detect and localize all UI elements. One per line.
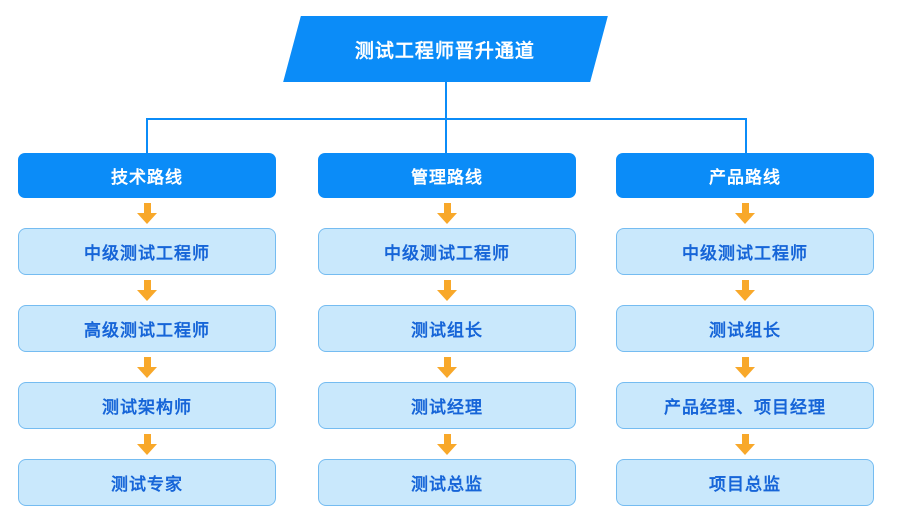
step-node: 测试组长	[616, 305, 874, 352]
diagram-title: 测试工程师晋升通道	[355, 40, 536, 62]
down-arrow-icon	[137, 429, 157, 459]
down-arrow-icon	[437, 275, 457, 305]
step-label: 产品经理、项目经理	[664, 398, 826, 417]
step-node: 测试总监	[318, 459, 576, 506]
step-node: 中级测试工程师	[318, 228, 576, 275]
down-arrow-icon	[735, 429, 755, 459]
down-arrow-icon	[137, 198, 157, 228]
step-label: 测试专家	[111, 475, 183, 494]
down-arrow-icon	[437, 429, 457, 459]
column-header-product: 产品路线	[616, 153, 874, 198]
down-arrow-icon	[137, 352, 157, 382]
step-node: 测试经理	[318, 382, 576, 429]
connector-line-top	[445, 82, 447, 119]
step-node: 测试架构师	[18, 382, 276, 429]
step-node: 项目总监	[616, 459, 874, 506]
down-arrow-icon	[137, 275, 157, 305]
step-label: 测试组长	[709, 321, 781, 340]
column-product: 产品路线 中级测试工程师 测试组长 产品经理、项目经理 项目总监	[616, 153, 874, 506]
connector-line-center-drop	[445, 118, 447, 154]
down-arrow-icon	[735, 275, 755, 305]
down-arrow-icon	[735, 198, 755, 228]
step-label: 测试总监	[411, 475, 483, 494]
step-node: 测试组长	[318, 305, 576, 352]
down-arrow-icon	[437, 198, 457, 228]
step-label: 项目总监	[709, 475, 781, 494]
connector-line-left-drop	[146, 118, 148, 154]
connector-line-right-drop	[745, 118, 747, 154]
step-node: 中级测试工程师	[18, 228, 276, 275]
step-node: 高级测试工程师	[18, 305, 276, 352]
step-label: 测试组长	[411, 321, 483, 340]
down-arrow-icon	[437, 352, 457, 382]
step-label: 高级测试工程师	[84, 321, 210, 340]
column-management: 管理路线 中级测试工程师 测试组长 测试经理 测试总监	[318, 153, 576, 506]
diagram-title-node: 测试工程师晋升通道	[283, 16, 608, 82]
step-label: 中级测试工程师	[384, 244, 510, 263]
step-node: 产品经理、项目经理	[616, 382, 874, 429]
column-header-label: 产品路线	[709, 168, 781, 187]
step-label: 测试经理	[411, 398, 483, 417]
column-header-label: 管理路线	[411, 168, 483, 187]
step-label: 中级测试工程师	[84, 244, 210, 263]
step-label: 测试架构师	[102, 398, 192, 417]
step-label: 中级测试工程师	[682, 244, 808, 263]
column-header-label: 技术路线	[111, 168, 183, 187]
column-technical: 技术路线 中级测试工程师 高级测试工程师 测试架构师 测试专家	[18, 153, 276, 506]
column-header-technical: 技术路线	[18, 153, 276, 198]
down-arrow-icon	[735, 352, 755, 382]
step-node: 测试专家	[18, 459, 276, 506]
step-node: 中级测试工程师	[616, 228, 874, 275]
column-header-management: 管理路线	[318, 153, 576, 198]
